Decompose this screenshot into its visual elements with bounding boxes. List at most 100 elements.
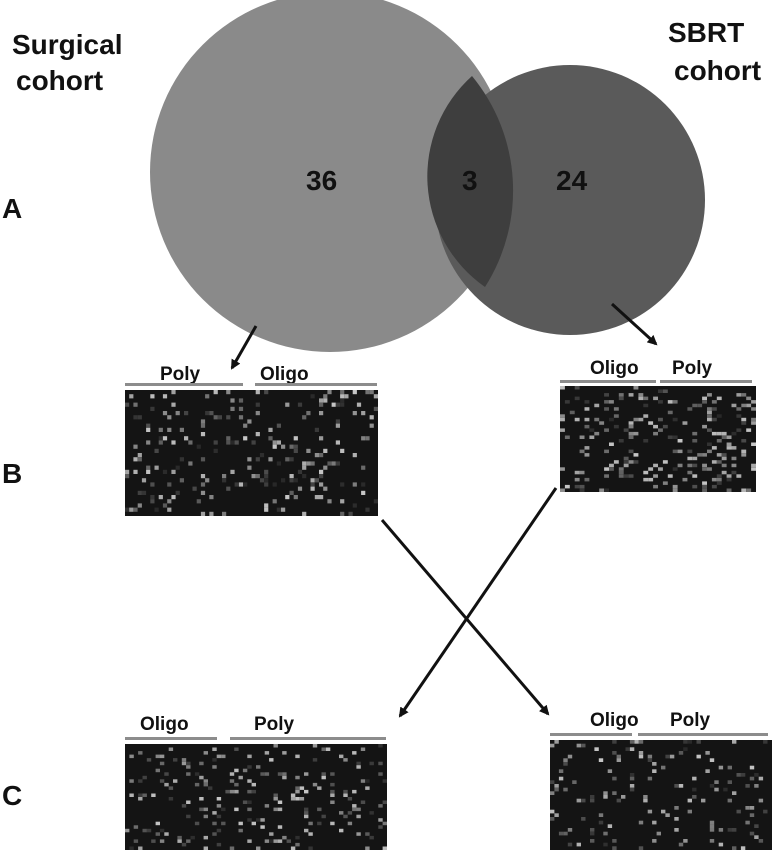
heatmap-cell <box>138 751 143 755</box>
heatmap-cell <box>726 442 732 446</box>
heatmap-cell <box>299 786 305 790</box>
heatmap-cell <box>643 414 649 418</box>
heatmap-b-right-group2-bar <box>660 380 752 383</box>
heatmap-cell <box>203 814 208 819</box>
heatmap-cell <box>702 400 707 404</box>
heatmap-cell <box>273 797 278 801</box>
heatmap-cell <box>331 461 336 466</box>
heatmap-cell <box>356 807 361 812</box>
heatmap-cell <box>746 428 752 432</box>
heatmap-cell <box>629 740 635 744</box>
heatmap-cell <box>714 780 719 784</box>
heatmap-cell <box>563 787 568 792</box>
heatmap-cell <box>295 775 300 780</box>
heatmap-cell <box>590 795 595 799</box>
heatmap-cell <box>707 442 712 446</box>
heatmap-c-left-group1-bar <box>125 737 217 740</box>
heatmap-cell <box>594 747 599 751</box>
heatmap-cell <box>707 428 712 432</box>
heatmap-cell <box>125 507 130 512</box>
heatmap-cell <box>560 386 565 390</box>
heatmap-cell <box>212 821 217 826</box>
heatmap-cell <box>382 846 387 850</box>
heatmap-cell <box>146 440 151 445</box>
heatmap-cell <box>754 773 759 777</box>
heatmap-cell <box>200 423 206 428</box>
heatmap-cell <box>550 743 555 748</box>
heatmap-cell <box>203 779 208 783</box>
heatmap-cell <box>716 396 722 401</box>
heatmap-cell <box>360 779 366 783</box>
heatmap-cell <box>669 754 675 759</box>
heatmap-cell <box>674 784 679 788</box>
heatmap-cell <box>340 390 345 395</box>
heatmap-cell <box>327 499 332 504</box>
heatmap-cell <box>310 478 315 483</box>
heatmap-cell <box>247 465 252 470</box>
heatmap-cell <box>674 806 679 810</box>
heatmap-cell <box>137 490 142 495</box>
heatmap-cell <box>164 832 169 836</box>
heatmap-cell <box>618 470 624 475</box>
heatmap-cell <box>158 436 163 441</box>
heatmap-cell <box>306 448 311 453</box>
heatmap-cell <box>352 804 357 808</box>
heatmap-cell <box>360 747 366 751</box>
heatmap-cell <box>763 740 768 744</box>
heatmap-cell <box>192 486 197 491</box>
heatmap-cell <box>286 839 291 843</box>
heatmap-cell <box>563 762 568 766</box>
heatmap-cell <box>203 846 208 850</box>
heatmap-cell <box>221 754 226 759</box>
heatmap-cell <box>330 782 335 787</box>
heatmap-cell <box>226 415 231 420</box>
heatmap-cell <box>173 758 178 762</box>
heatmap-cell <box>373 394 378 399</box>
heatmap-cell <box>554 784 559 788</box>
heatmap-cell <box>137 415 142 420</box>
heatmap-cell <box>171 402 176 407</box>
arrow-b-right-to-c-left <box>398 487 558 718</box>
heatmap-cell <box>159 779 165 783</box>
heatmap-cell <box>665 813 670 817</box>
heatmap-cell <box>705 769 710 773</box>
heatmap-cell <box>302 511 307 516</box>
heatmap-cell <box>643 477 649 482</box>
heatmap-cell <box>238 482 244 487</box>
heatmap-cell <box>584 417 590 422</box>
heatmap-cell <box>217 415 222 420</box>
heatmap-cell <box>251 821 256 826</box>
heatmap-cell <box>196 444 201 449</box>
heatmap-cell <box>378 804 383 808</box>
heatmap-cell <box>186 761 191 766</box>
heatmap-cell <box>289 474 294 479</box>
heatmap-cell <box>711 477 717 482</box>
heatmap-cell <box>550 817 555 821</box>
heatmap-cell <box>352 503 357 508</box>
heatmap-b-right-group1-bar <box>560 380 656 383</box>
heatmap-cell <box>154 448 159 453</box>
heatmap-cell <box>365 779 370 783</box>
heatmap-cell <box>133 839 139 843</box>
heatmap-cell <box>736 414 742 418</box>
heatmap-cell <box>618 439 624 443</box>
heatmap-cell <box>234 768 239 773</box>
heatmap-cell <box>726 488 732 492</box>
heatmap-cell <box>251 440 256 445</box>
heatmap-cell <box>721 470 727 475</box>
heatmap-cell <box>290 797 296 801</box>
heatmap-cell <box>319 398 324 403</box>
heatmap-cell <box>683 740 688 744</box>
heatmap-c-left-group2-bar <box>230 737 386 740</box>
heatmap-cell <box>629 784 635 788</box>
heatmap-cell <box>308 821 313 826</box>
heatmap-cell <box>560 414 565 418</box>
heatmap-cell <box>343 758 348 762</box>
heatmap-cell <box>247 807 252 812</box>
heatmap-cell <box>560 488 565 492</box>
heatmap-cell <box>167 427 172 432</box>
heatmap-cell <box>340 448 345 453</box>
heatmap-cell <box>146 423 151 428</box>
heatmap-cell <box>751 442 756 446</box>
heatmap-cell <box>662 481 668 485</box>
